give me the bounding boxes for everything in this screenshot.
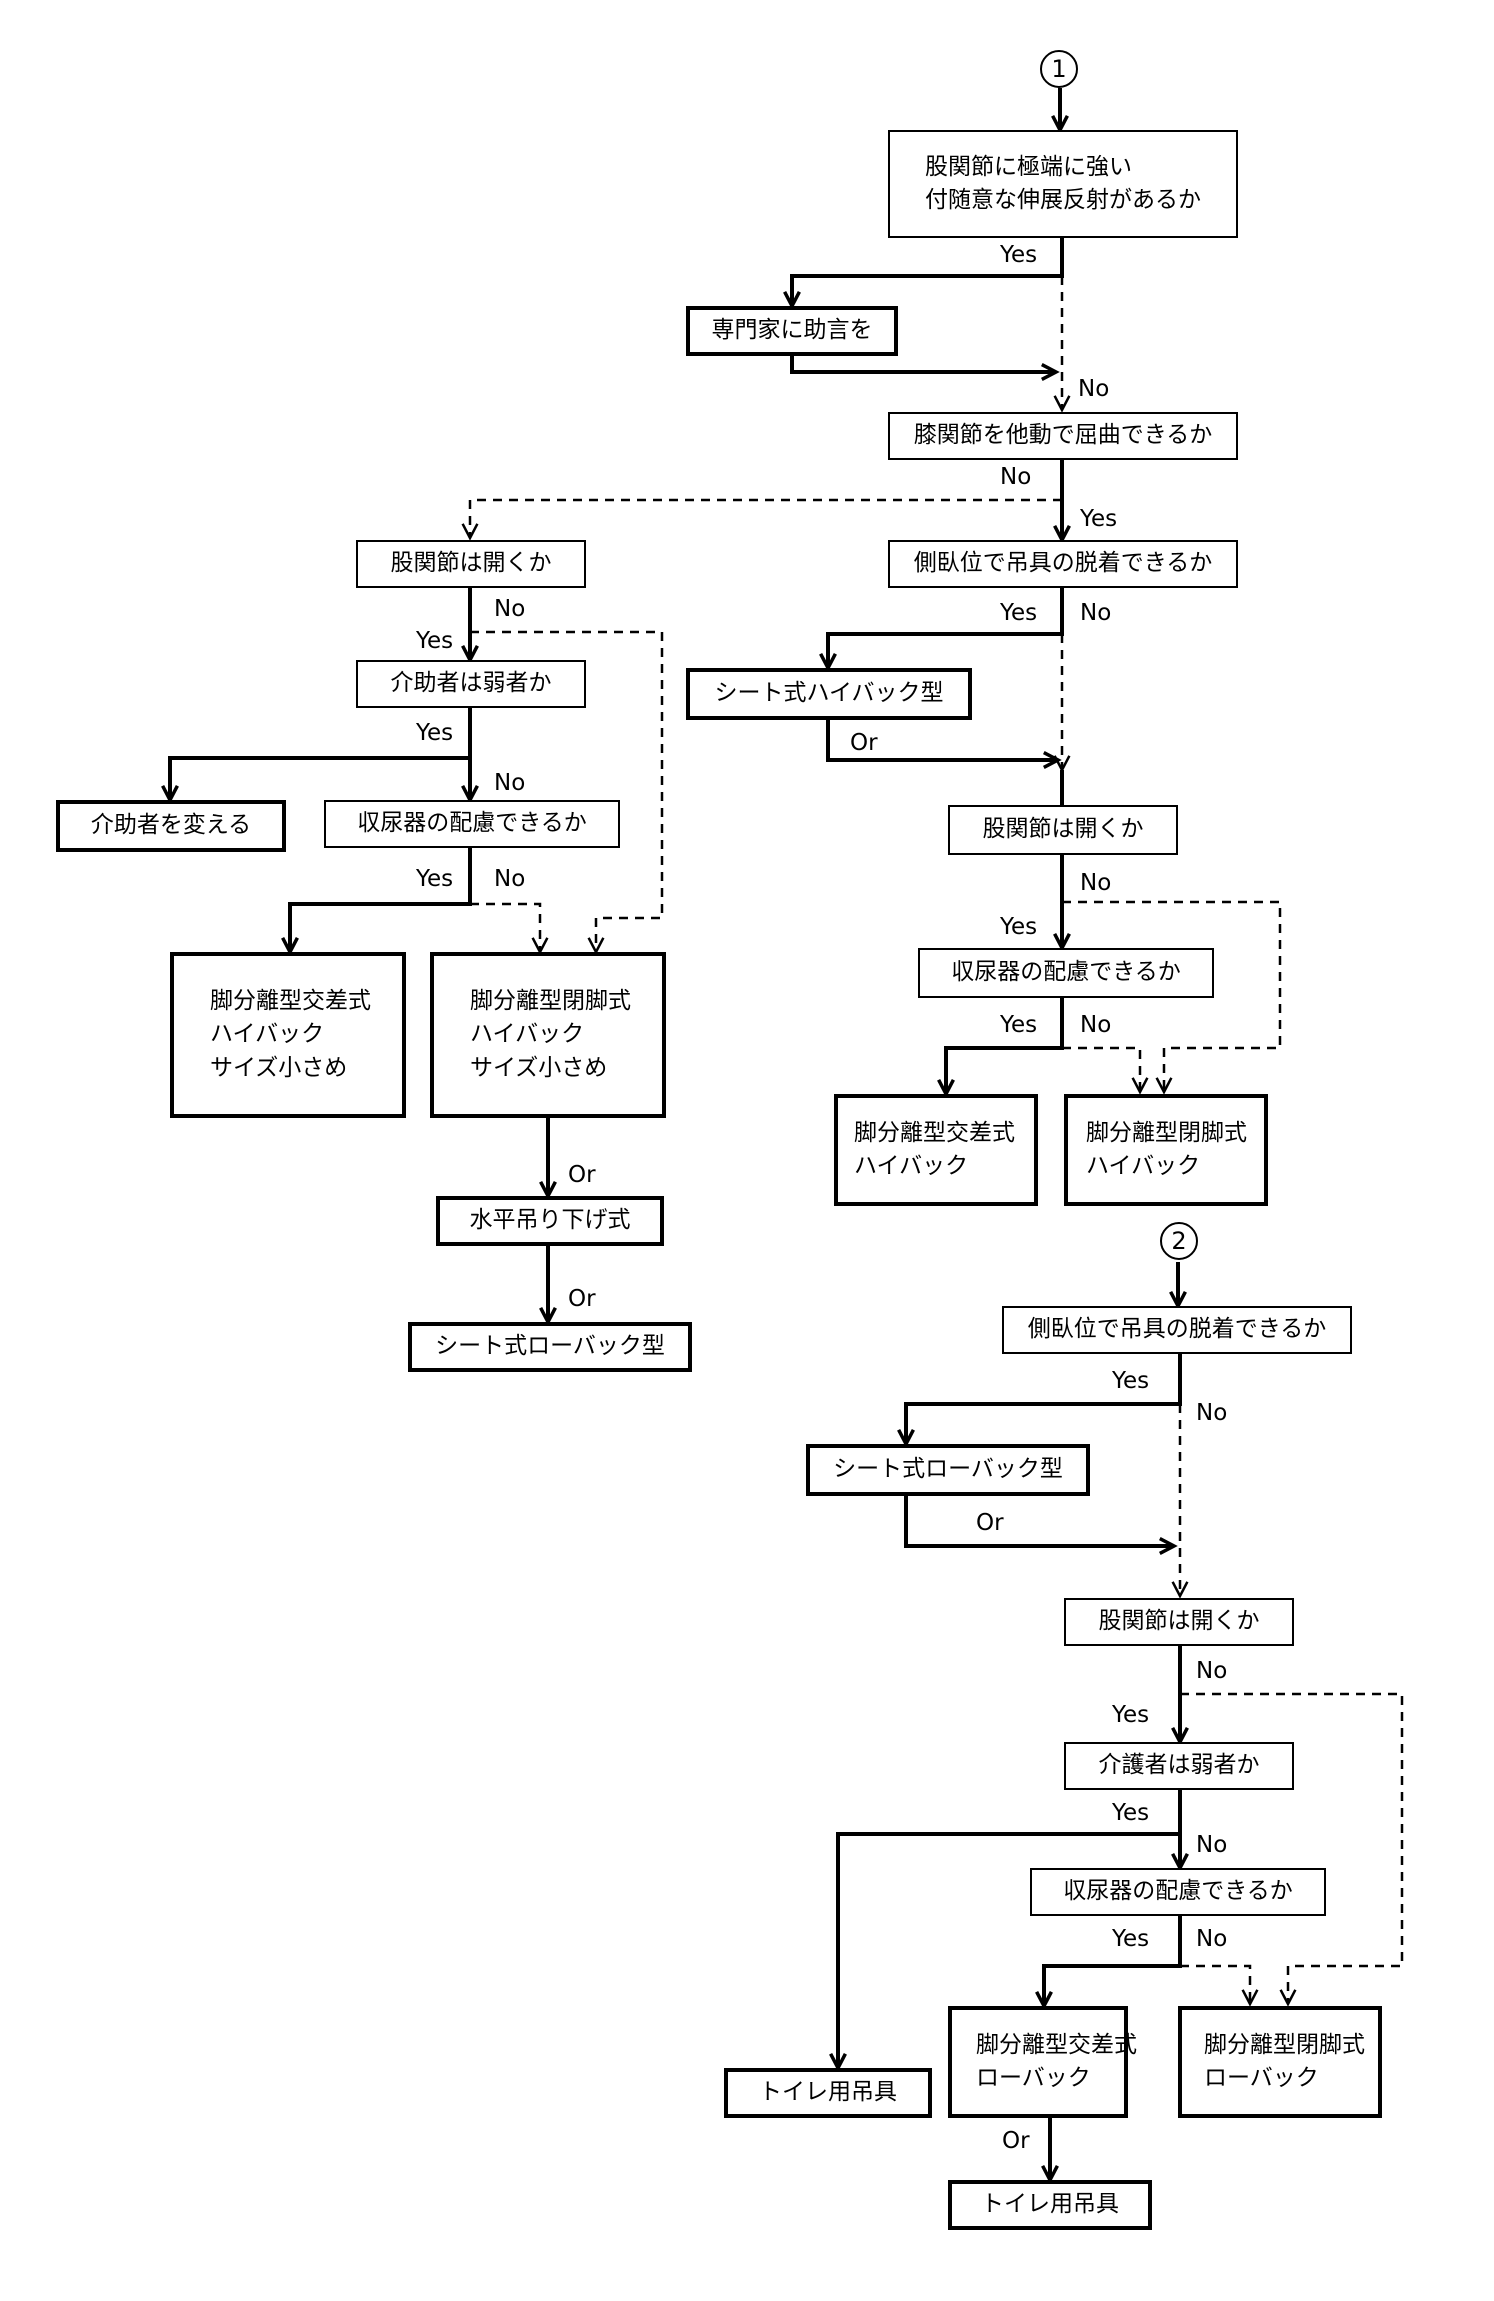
dashed-connector [470,630,664,952]
label-no: No [494,770,526,796]
label-yes: Yes [1000,1012,1038,1038]
node-urinal-right: 収尿器の配慮できるか [918,948,1214,998]
arrowhead [1053,395,1071,413]
label-no: No [494,596,526,622]
node-hip-open-bottom: 股関節は開くか [1064,1598,1294,1646]
start-marker-1: 1 [1040,50,1078,88]
label-no: No [1080,600,1112,626]
label-yes: Yes [1112,1800,1150,1826]
solid-connector [790,356,1056,374]
node-closed-highback-small: 脚分離型閉脚式 ハイバック サイズ小さめ [430,952,666,1118]
label-or: Or [850,730,878,756]
node-toilet-sling-1: トイレ用吊具 [724,2068,932,2118]
arrowhead [1158,1537,1178,1555]
node-toilet-sling-2: トイレ用吊具 [948,2180,1152,2230]
label-yes: Yes [1112,1702,1150,1728]
label-yes: Yes [1112,1368,1150,1394]
label-no: No [1196,1658,1228,1684]
label-yes: Yes [1112,1926,1150,1952]
node-cross-lowback: 脚分離型交差式 ローバック [948,2006,1137,2118]
label-or: Or [568,1286,596,1312]
node-hip-extension-reflex: 股関節に極端に強い 付随意な伸展反射があるか [888,130,1238,238]
label-no: No [1078,376,1110,402]
solid-connector [904,1496,1174,1548]
label-yes: Yes [1000,600,1038,626]
label-no: No [1196,1832,1228,1858]
label-yes: Yes [1000,914,1038,940]
node-sheet-lowback-right: シート式ローバック型 [806,1444,1090,1496]
label-yes: Yes [1000,242,1038,268]
node-side-lying-1: 側臥位で吊具の脱着できるか [888,540,1238,588]
arrowhead [1155,1077,1173,1095]
node-hip-open-left: 股関節は開くか [356,540,586,588]
node-urinal-left: 収尿器の配慮できるか [324,800,620,848]
label-no: No [494,866,526,892]
node-closed-highback: 脚分離型閉脚式 ハイバック [1064,1094,1268,1206]
dashed-connector [1062,900,1282,1092]
node-consult-expert: 専門家に助言を [686,306,898,356]
arrowhead [1040,363,1060,381]
node-caregiver-weak-left: 介助者は弱者か [356,660,586,708]
node-sheet-lowback-left: シート式ローバック型 [408,1322,692,1372]
node-change-caregiver: 介助者を変える [56,800,286,852]
label-yes: Yes [416,628,454,654]
dashed-connector [1062,1046,1142,1092]
solid-connector [168,708,472,800]
solid-connector [1042,1916,1182,2006]
node-closed-lowback: 脚分離型閉脚式 ローバック [1178,2006,1382,2118]
solid-connector [944,998,1064,1094]
solid-connector [790,238,1064,306]
label-no: No [1080,870,1112,896]
node-hip-open-right: 股関節は開くか [948,805,1178,855]
solid-connector [288,848,472,952]
node-urinal-bottom: 収尿器の配慮できるか [1030,1868,1326,1916]
label-no: No [1196,1926,1228,1952]
arrowhead [531,937,549,955]
arrowhead [1131,1077,1149,1095]
dashed-connector [1180,1964,1252,2004]
dashed-connector [468,498,1062,538]
arrowhead [1042,751,1062,769]
node-knee-flex: 膝関節を他動で屈曲できるか [888,412,1238,460]
solid-connector [826,720,1058,762]
node-cross-highback-small: 脚分離型交差式 ハイバック サイズ小さめ [170,952,406,1118]
solid-connector [904,1354,1182,1444]
arrowhead [1279,1989,1297,2007]
node-side-lying-2: 側臥位で吊具の脱着できるか [1002,1306,1352,1354]
label-no: No [1000,464,1032,490]
label-or: Or [568,1162,596,1188]
label-or: Or [976,1510,1004,1536]
label-no: No [1196,1400,1228,1426]
label-or: Or [1002,2128,1030,2154]
arrowhead [461,523,479,541]
label-no: No [1080,1012,1112,1038]
label-yes: Yes [1080,506,1118,532]
dashed-connector [1180,1692,1404,2004]
node-cross-highback: 脚分離型交差式 ハイバック [834,1094,1038,1206]
arrowhead [1171,1581,1189,1599]
solid-connector [826,588,1064,668]
start-marker-2: 2 [1160,1222,1198,1260]
node-sheet-highback: シート式ハイバック型 [686,668,972,720]
dashed-connector [470,902,542,952]
node-horizontal-sling: 水平吊り下げ式 [436,1196,664,1246]
label-yes: Yes [416,720,454,746]
node-caregiver-weak-bottom: 介護者は弱者か [1064,1742,1294,1790]
arrowhead [1241,1989,1259,2007]
label-yes: Yes [416,866,454,892]
solid-connector [836,1790,1182,2068]
